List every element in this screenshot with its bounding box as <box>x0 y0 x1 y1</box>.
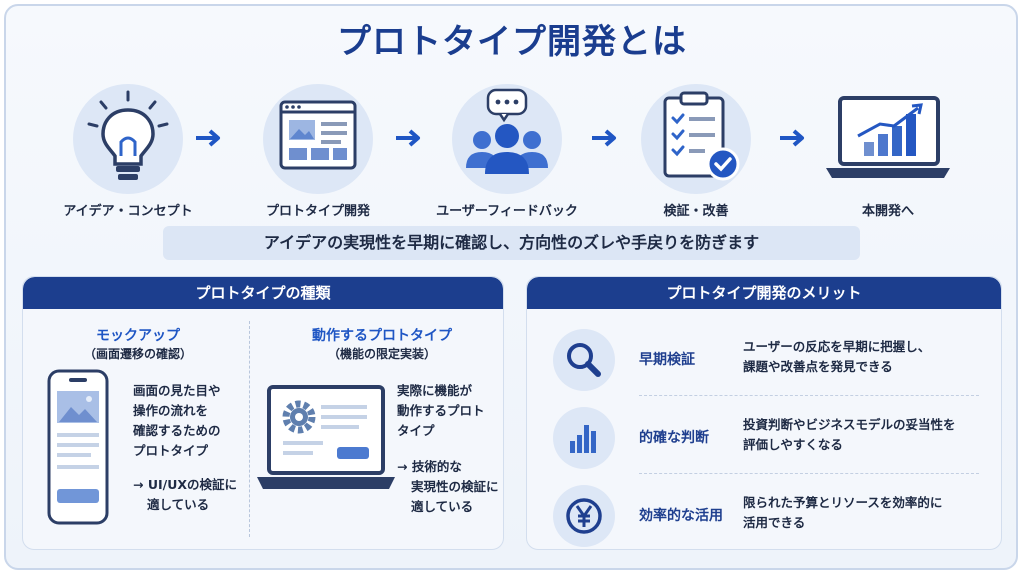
process-step-feedback: ユーザーフィードバック <box>432 84 582 219</box>
desc-line: プロトタイプ <box>133 443 209 458</box>
arrow-right-icon <box>396 129 420 147</box>
process-step-idea: アイデア・コンセプト <box>53 84 203 219</box>
panel-header: プロトタイプの種類 <box>23 277 503 309</box>
column-divider <box>249 321 250 537</box>
mockup-title: モックアップ （画面遷移の確認） <box>63 325 213 362</box>
step-label: ユーザーフィードバック <box>436 204 578 219</box>
arrow-right-icon <box>780 129 804 147</box>
desc-line: 操作の流れを <box>133 403 209 418</box>
smartphone-icon <box>47 369 109 525</box>
merit-name: 効率的な活用 <box>639 508 723 524</box>
laptop-growth-chart-icon <box>826 96 950 178</box>
merit-item-early-validation: 早期検証 ユーザーの反応を早期に把握し、 課題や改善点を発見できる <box>527 323 1001 393</box>
mockup-subtitle: （画面遷移の確認） <box>83 347 192 361</box>
bar-chart-icon <box>570 425 596 453</box>
working-note: → 技術的な 実現性の検証に 適している <box>397 457 499 517</box>
working-prototype-title: 動作するプロトタイプ （機能の限定実装） <box>287 325 477 362</box>
desc-line: ユーザーの反応を早期に把握し、 <box>743 339 931 354</box>
desc-line: 課題や改善点を発見できる <box>743 359 893 374</box>
note-line: 実現性の検証に <box>411 479 499 494</box>
desc-line: 活用できる <box>743 515 806 530</box>
magnifier-icon <box>567 343 601 377</box>
lightbulb-icon <box>87 90 169 180</box>
merit-icon-bg <box>553 329 615 391</box>
merit-name: 的確な判断 <box>639 430 709 446</box>
users-feedback-icon <box>466 88 548 174</box>
step-label: 本開発へ <box>861 204 914 219</box>
desc-line: 投資判断やビジネスモデルの妥当性を <box>743 417 956 432</box>
process-step-prototype: プロトタイプ開発 <box>243 84 393 219</box>
merit-icon-bg <box>553 485 615 547</box>
merit-description: 限られた予算とリソースを効率的に 活用できる <box>743 493 993 533</box>
mockup-note: → UI/UXの検証に 適している <box>133 475 237 515</box>
desc-line: 実際に機能が <box>397 383 473 398</box>
note-line: → 技術的な <box>397 459 462 474</box>
process-step-verify: 検証・改善 <box>621 84 771 219</box>
prototype-merits-panel: プロトタイプ開発のメリット 早期検証 ユーザーの反応を早期に把握し、 課題や改善… <box>526 276 1002 550</box>
working-title-text: 動作するプロトタイプ <box>312 328 452 344</box>
process-step-production: 本開発へ <box>818 84 958 219</box>
merit-icon-bg <box>553 407 615 469</box>
merit-description: ユーザーの反応を早期に把握し、 課題や改善点を発見できる <box>743 337 993 377</box>
prototype-types-panel: プロトタイプの種類 モックアップ （画面遷移の確認） 画面の見た目や 操作の流れ… <box>22 276 504 550</box>
page-title: プロトタイプ開発とは <box>337 22 687 62</box>
desc-line: 画面の見た目や <box>133 383 221 398</box>
panel-header: プロトタイプ開発のメリット <box>527 277 1001 309</box>
desc-line: 限られた予算とリソースを効率的に <box>743 495 943 510</box>
merit-divider <box>639 473 979 474</box>
step-label: 検証・改善 <box>663 204 729 219</box>
laptop-settings-icon <box>257 385 395 489</box>
arrow-right-icon <box>196 129 220 147</box>
subtitle-banner: アイデアの実現性を早期に確認し、方向性のズレや手戻りを防ぎます <box>163 226 860 260</box>
desc-line: 動作するプロト <box>397 403 485 418</box>
note-line: 適している <box>411 499 474 514</box>
note-line: 適している <box>147 497 210 512</box>
arrow-right-icon <box>592 129 616 147</box>
working-subtitle: （機能の限定実装） <box>327 347 436 361</box>
mockup-description: 画面の見た目や 操作の流れを 確認するための プロトタイプ <box>133 381 221 461</box>
merit-item-efficient-use: 効率的な活用 限られた予算とリソースを効率的に 活用できる <box>527 479 1001 549</box>
desc-line: 評価しやすくなる <box>743 437 843 452</box>
mockup-title-text: モックアップ <box>96 328 180 344</box>
desc-line: 確認するための <box>133 423 221 438</box>
merit-divider <box>639 395 979 396</box>
merit-name: 早期検証 <box>639 352 695 368</box>
checklist-clipboard-icon <box>663 91 740 181</box>
merit-description: 投資判断やビジネスモデルの妥当性を 評価しやすくなる <box>743 415 993 455</box>
step-label: プロトタイプ開発 <box>265 204 370 219</box>
yen-coin-icon <box>566 498 602 534</box>
wireframe-window-icon <box>279 100 357 170</box>
merit-item-accurate-judgment: 的確な判断 投資判断やビジネスモデルの妥当性を 評価しやすくなる <box>527 401 1001 471</box>
working-description: 実際に機能が 動作するプロト タイプ <box>397 381 485 441</box>
desc-line: タイプ <box>397 423 435 438</box>
step-label: アイデア・コンセプト <box>63 204 193 219</box>
note-line: → UI/UXの検証に <box>133 477 237 492</box>
